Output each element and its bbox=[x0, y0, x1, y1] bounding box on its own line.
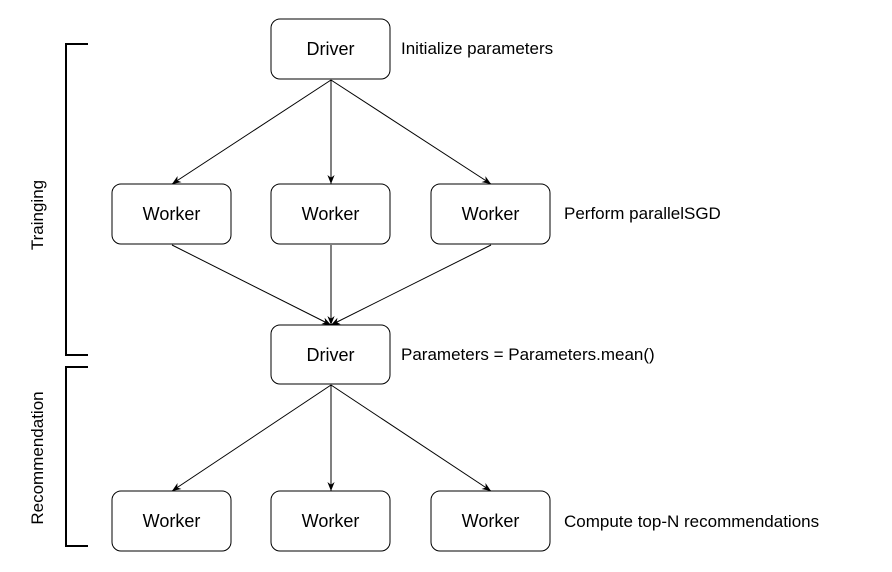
edge-driver-to-rec-worker-3 bbox=[330, 384, 492, 492]
training-bracket bbox=[65, 43, 88, 356]
worker-node-train-3: Worker bbox=[430, 183, 551, 245]
worker-label: Worker bbox=[143, 204, 201, 224]
worker-label: Worker bbox=[462, 204, 520, 224]
worker-node-rec-1: Worker bbox=[111, 490, 232, 552]
annotation-perform: Perform parallelSGD bbox=[564, 204, 721, 223]
annotation-initialize: Initialize parameters bbox=[401, 39, 553, 58]
recommendation-phase-label: Recommendation bbox=[28, 391, 47, 524]
annotation-average: Parameters = Parameters.mean() bbox=[401, 345, 655, 364]
edge-worker-3-to-driver bbox=[330, 244, 492, 326]
edge-driver-to-worker-3 bbox=[330, 79, 492, 185]
worker-node-train-1: Worker bbox=[111, 183, 232, 245]
annotation-compute: Compute top-N recommendations bbox=[564, 512, 819, 531]
recommendation-bracket bbox=[65, 366, 88, 547]
driver-node-top: Driver bbox=[270, 18, 391, 80]
edge-worker-1-to-driver bbox=[171, 244, 332, 326]
worker-label: Worker bbox=[302, 511, 360, 531]
worker-label: Worker bbox=[143, 511, 201, 531]
driver-node-mid: Driver bbox=[270, 324, 391, 385]
worker-node-rec-2: Worker bbox=[270, 490, 391, 552]
worker-label: Worker bbox=[302, 204, 360, 224]
worker-label: Worker bbox=[462, 511, 520, 531]
edge-driver-to-rec-worker-1 bbox=[171, 384, 332, 492]
training-phase-label: Trainging bbox=[28, 180, 47, 250]
driver-label: Driver bbox=[307, 345, 355, 365]
worker-node-train-2: Worker bbox=[270, 183, 391, 245]
edge-driver-to-worker-1 bbox=[171, 79, 332, 185]
worker-node-rec-3: Worker bbox=[430, 490, 551, 552]
driver-label: Driver bbox=[307, 39, 355, 59]
